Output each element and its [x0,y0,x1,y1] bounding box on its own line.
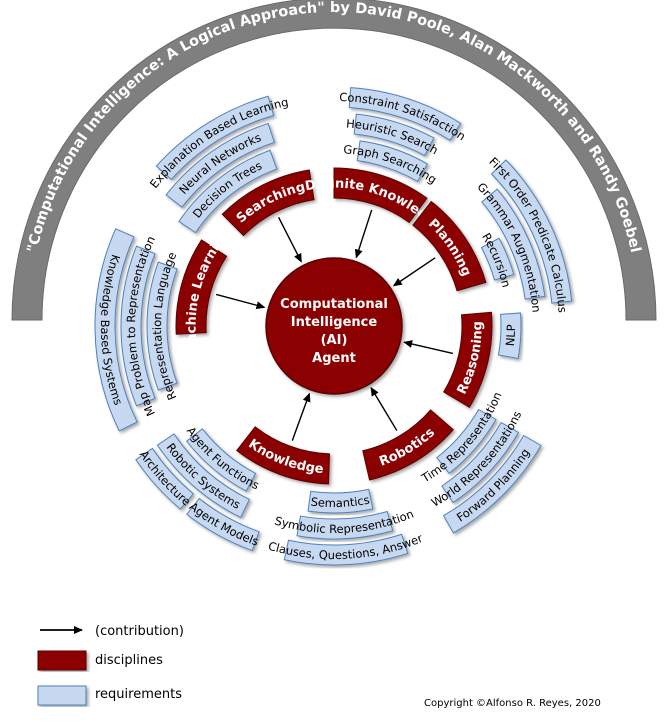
requirement-segment [348,87,462,141]
contribution-arrow-definite-knowledge [354,209,373,259]
requirement-segment [185,428,257,492]
center-line-1: Computational [280,297,388,312]
requirement-segment [442,434,542,534]
requirement-segment [146,261,178,391]
contribution-arrow-machine-learning [215,293,266,310]
requirement-segment [307,488,374,514]
discipline-segment-reasoning [443,311,493,409]
requirement-segment [186,497,260,552]
title-band-shape [11,0,657,321]
requirement-reasoning-0: Semantics [307,488,374,514]
discipline-segment-planning [412,200,487,292]
discipline-segment-machine-learning [175,239,228,335]
requirement-segment [178,149,278,234]
copyright-text: Copyright ©Alfonso R. Reyes, 2020 [424,698,601,709]
requirement-segment [155,95,275,181]
requirement-segment [497,312,522,360]
center-line-4: Agent [312,351,356,366]
requirement-label: Semantics [310,493,371,511]
requirement-segment [490,159,573,304]
legend: (contribution) disciplines requirements [37,624,184,706]
contribution-arrows [215,209,454,441]
requirement-segment [296,510,394,540]
legend-arrow-item: (contribution) [40,624,184,639]
requirement-segment [135,447,194,510]
contribution-arrow-planning [392,257,436,287]
legend-requirement-swatch [37,685,87,706]
contribution-arrow-searching [277,216,302,263]
requirement-segment [353,113,435,157]
contribution-arrow-robotics [370,386,398,431]
requirement-extra-0: NLP [497,312,522,360]
requirement-label-path: NLP [503,324,518,346]
requirement-segment [94,228,138,432]
diagram-title: "Computational Intelligence: A Logical A… [25,0,643,254]
center-agent: Computational Intelligence (AI) Agent [265,257,403,395]
requirement-segment [436,408,497,475]
discipline-segment-knowledge [236,426,331,485]
requirement-segment [165,122,275,208]
center-line-2: Intelligence [291,315,378,330]
requirement-segment [441,421,520,504]
requirement-segment [283,533,409,566]
requirement-label: NLP [503,324,518,346]
requirement-segment [480,237,515,281]
contribution-arrow-knowledge [291,392,311,441]
requirement-label-path: Semantics [310,493,371,511]
legend-arrow-label: (contribution) [95,624,184,639]
center-line-3: (AI) [321,333,348,348]
discipline-segment-definite-knowledge [333,167,428,224]
requirement-segment [481,188,546,300]
center-circle [265,257,403,395]
legend-requirement-item: requirements [37,685,182,706]
contribution-arrow-reasoning [403,340,454,355]
legend-requirement-label: requirements [95,687,182,702]
discipline-segment-searching [221,169,315,237]
discipline-segment-robotics [362,409,454,481]
requirement-segment [356,140,429,183]
requirement-segment [156,433,251,519]
requirement-segment [120,245,156,407]
requirement-knowledge-0: Representation Language [146,250,179,402]
legend-discipline-item: disciplines [37,650,163,671]
diagram-title-text: "Computational Intelligence: A Logical A… [25,0,643,254]
legend-discipline-swatch [37,650,87,671]
legend-discipline-label: disciplines [95,653,163,668]
